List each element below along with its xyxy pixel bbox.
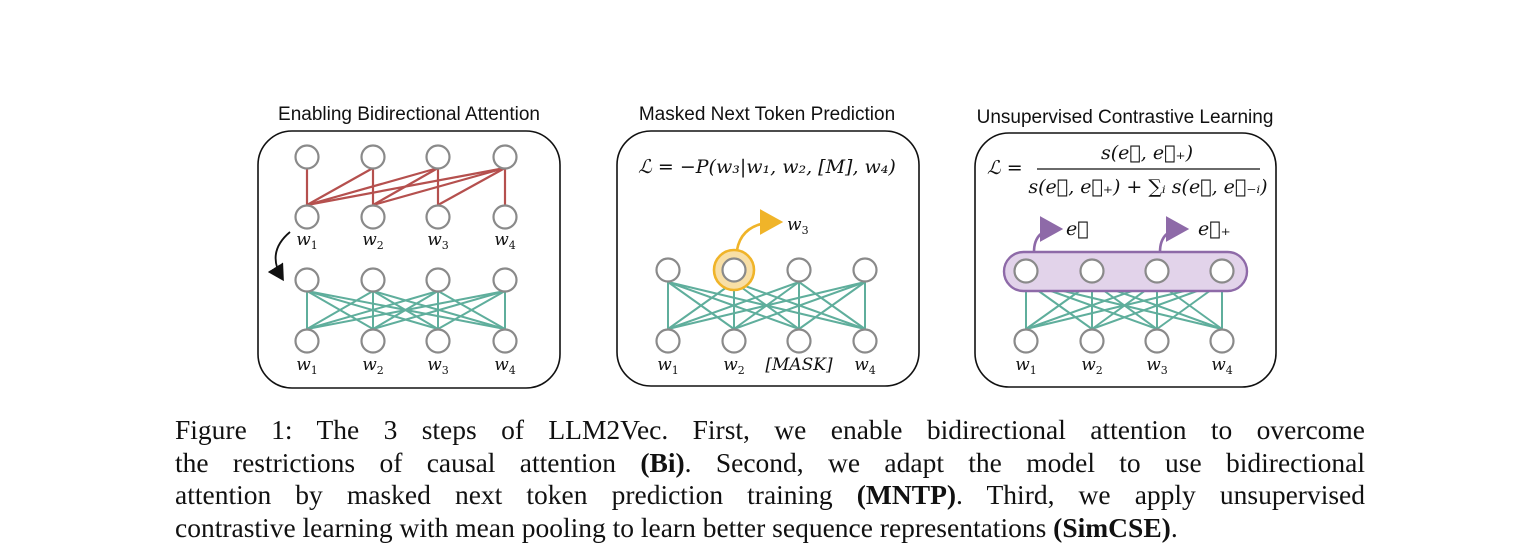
contrastive-loss-numerator: s(e⃗, e⃗₊): [1101, 142, 1193, 164]
contrastive-loss-denominator: s(e⃗, e⃗₊) + ∑ᵢ s(e⃗, e⃗₋ᵢ): [1028, 176, 1267, 198]
contrastive-loss-lhs: ℒ =: [987, 157, 1023, 179]
node: [1209, 258, 1235, 284]
node: [425, 144, 451, 170]
token-label: w1: [296, 230, 318, 252]
token-label: w2: [1081, 355, 1103, 377]
bidirectional-edges-panel-2: [667, 281, 866, 330]
node: [294, 144, 320, 170]
token-label: w4: [494, 355, 516, 377]
node: [655, 328, 681, 354]
node: [360, 267, 386, 293]
token-label: w3: [427, 355, 449, 377]
token-label: w1: [1015, 355, 1037, 377]
node: [425, 267, 451, 293]
node: [852, 257, 878, 283]
node: [425, 204, 451, 230]
caption-line: Figure 1: The 3 steps of LLM2Vec. First,…: [175, 414, 1365, 445]
panel-2-box: [616, 130, 920, 387]
caption-line: attention by masked next token predictio…: [175, 479, 1365, 510]
node: [360, 144, 386, 170]
panel-2-title: Masked Next Token Prediction: [639, 104, 895, 125]
token-label: [MASK]: [765, 355, 833, 375]
embedding-arrow-right-icon: [1158, 216, 1190, 253]
token-label: w3: [427, 230, 449, 252]
mean-pooling-band: [1002, 250, 1249, 293]
node: [655, 257, 681, 283]
embedding-label-e-plus: e⃗₊: [1198, 218, 1231, 240]
node: [425, 328, 451, 354]
node: [721, 257, 747, 283]
panel-2-nodes: [655, 257, 878, 354]
embedding-label-e: e⃗: [1066, 218, 1089, 240]
panel-unsupervised-contrastive-learning: Unsupervised Contrastive Learning ℒ = s(…: [974, 107, 1277, 388]
node: [360, 328, 386, 354]
node: [492, 328, 518, 354]
node: [492, 204, 518, 230]
token-label: w2: [362, 230, 384, 252]
node: [1013, 328, 1039, 354]
panel-1-title: Enabling Bidirectional Attention: [278, 104, 540, 125]
token-label: w4: [494, 230, 516, 252]
panel-3-title: Unsupervised Contrastive Learning: [977, 107, 1274, 128]
node: [1079, 328, 1105, 354]
panel-bidirectional-attention: Enabling Bidirectional Attention: [257, 104, 561, 389]
node: [852, 328, 878, 354]
token-label: w1: [296, 355, 318, 377]
node: [1144, 258, 1170, 284]
curved-arrow-icon: [267, 231, 291, 282]
token-label: w4: [854, 355, 876, 377]
node: [492, 144, 518, 170]
caption-line: contrastive learning with mean pooling t…: [175, 511, 1178, 543]
panel-3-box: [974, 132, 1277, 388]
node: [786, 257, 812, 283]
panel-1-nodes: [294, 144, 518, 354]
figure-caption: Figure 1: The 3 steps of LLM2Vec. First,…: [175, 414, 1365, 544]
embedding-arrow-left-icon: [1032, 216, 1064, 253]
token-label: w2: [723, 355, 745, 377]
token-label: w1: [657, 355, 679, 377]
panel-1-box: [257, 130, 561, 389]
node: [1144, 328, 1170, 354]
bidirectional-edges-panel-1: [306, 290, 506, 330]
node: [1013, 258, 1039, 284]
node: [294, 267, 320, 293]
panel-masked-next-token-prediction: Masked Next Token Prediction ℒ = −P(w₃|w…: [616, 104, 920, 387]
causal-attention-edges: [305, 166, 507, 207]
token-label: w2: [362, 355, 384, 377]
panel-3-nodes: [1013, 258, 1235, 354]
token-label: w4: [1211, 355, 1233, 377]
node: [1209, 328, 1235, 354]
node: [1079, 258, 1105, 284]
node: [721, 328, 747, 354]
node: [294, 328, 320, 354]
caption-line: the restrictions of causal attention (Bi…: [175, 446, 1365, 478]
node: [360, 204, 386, 230]
node: [492, 267, 518, 293]
mntp-loss-formula: ℒ = −P(w₃|w₁, w₂, [M], w₄): [638, 156, 896, 178]
predicted-token-label: w3: [787, 215, 809, 237]
token-label: w3: [1146, 355, 1168, 377]
prediction-arrow-icon: [735, 209, 784, 251]
node: [786, 328, 812, 354]
node: [294, 204, 320, 230]
